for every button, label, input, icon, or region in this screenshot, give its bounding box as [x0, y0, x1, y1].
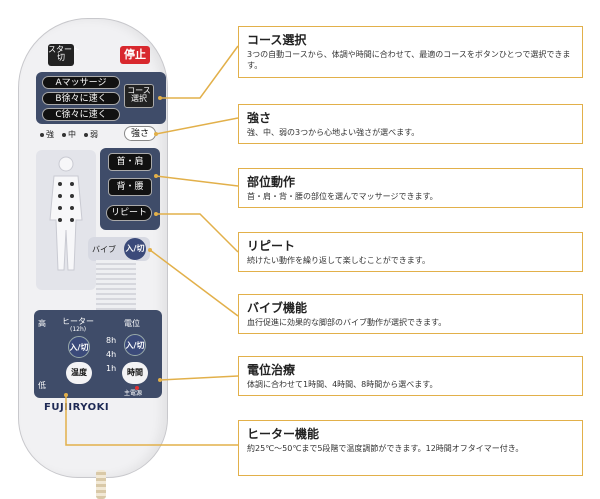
potential-on-off-button[interactable]: 入/切 — [124, 334, 146, 356]
repeat-button[interactable]: リピート — [106, 205, 152, 221]
card-desc: 血行促進に効果的な脚部のバイブ動作が選択できます。 — [247, 318, 447, 327]
power-cord — [96, 470, 106, 499]
strength-level-medium: 中 — [68, 130, 76, 139]
card-repeat: リピート 続けたい動作を繰り返して楽しむことができます。 — [238, 232, 583, 272]
connector-part — [155, 175, 239, 187]
vibe-label: バイブ — [92, 245, 116, 254]
connector-repeat — [156, 213, 239, 253]
potential-hour-8: 8h — [106, 336, 117, 345]
card-title: 電位治療 — [247, 363, 296, 377]
card-vibe: バイブ機能 血行促進に効果的な脚部のバイブ動作が選択できます。 — [238, 294, 583, 334]
heater-high-label: 高 — [38, 319, 46, 328]
course-button-a[interactable]: Aマッサージ — [42, 76, 120, 89]
strength-level-weak: 弱 — [90, 130, 98, 139]
connector-strength — [155, 117, 239, 135]
body-figure-area — [36, 150, 96, 290]
brand-logo: FUJIIRYOKI — [44, 402, 110, 413]
start-off-button[interactable]: スタート 切 — [48, 44, 80, 66]
potential-hour-1: 1h — [106, 364, 117, 373]
stop-button[interactable]: 停止 — [120, 46, 150, 64]
course-button-b[interactable]: B徐々に速く — [42, 92, 120, 105]
strength-indicator — [62, 133, 66, 137]
bottom-panel — [34, 310, 162, 398]
main-power-led-icon — [135, 386, 139, 390]
card-desc: 強、中、弱の3つから心地よい強さが選べます。 — [247, 128, 420, 137]
heater-label: ヒーター — [62, 317, 94, 326]
main-power-label: 主電源 — [124, 390, 143, 397]
temperature-button[interactable]: 温度 — [66, 362, 92, 384]
card-desc: 体調に合わせて1時間、4時間、8時間から選べます。 — [247, 380, 438, 389]
potential-label: 電位 — [124, 319, 140, 328]
time-button[interactable]: 時間 — [122, 362, 148, 384]
strength-level-strong: 強 — [46, 130, 54, 139]
connector-course — [160, 45, 239, 99]
card-title: 部位動作 — [247, 175, 296, 189]
heater-sub-label: (12h) — [70, 326, 87, 333]
strength-indicator — [84, 133, 88, 137]
decorative-stripes — [96, 260, 136, 310]
course-select-button[interactable]: コース 選択 — [124, 84, 154, 108]
card-title: コース選択 — [247, 33, 307, 47]
heater-low-label: 低 — [38, 381, 46, 390]
card-potential: 電位治療 体調に合わせて1時間、4時間、8時間から選べます。 — [238, 356, 583, 396]
back-waist-button[interactable]: 背・腰 — [108, 178, 152, 196]
card-part-action: 部位動作 首・肩・背・腰の部位を選んでマッサージできます。 — [238, 168, 583, 208]
card-strength: 強さ 強、中、弱の3つから心地よい強さが選べます。 — [238, 104, 583, 144]
card-title: 強さ — [247, 111, 272, 125]
vibe-on-off-button[interactable]: 入/切 — [124, 238, 146, 260]
strength-button[interactable]: 強さ — [124, 126, 156, 141]
card-desc: 続けたい動作を繰り返して楽しむことができます。 — [247, 256, 430, 265]
card-title: バイブ機能 — [247, 301, 308, 315]
strength-indicator — [40, 133, 44, 137]
card-heater: ヒーター機能 約25℃～50℃まで5段階で温度調節ができます。12時間オフタイマ… — [238, 420, 583, 476]
card-desc: 首・肩・背・腰の部位を選んでマッサージできます。 — [247, 192, 438, 201]
heater-on-off-button[interactable]: 入/切 — [68, 336, 90, 358]
potential-hour-4: 4h — [106, 350, 117, 359]
course-button-c[interactable]: C徐々に速く — [42, 108, 120, 121]
body-silhouette-icon — [49, 156, 83, 271]
card-title: ヒーター機能 — [247, 427, 320, 441]
card-desc: 3つの自動コースから、体調や時間に合わせて、最適のコースをボタンひとつで選択でき… — [247, 50, 571, 70]
neck-shoulder-button[interactable]: 首・肩 — [108, 153, 152, 171]
connector-potential — [159, 375, 239, 381]
card-title: リピート — [247, 239, 296, 253]
card-desc: 約25℃～50℃まで5段階で温度調節ができます。12時間オフタイマー付き。 — [247, 444, 524, 453]
card-course-select: コース選択 3つの自動コースから、体調や時間に合わせて、最適のコースをボタンひと… — [238, 26, 583, 78]
